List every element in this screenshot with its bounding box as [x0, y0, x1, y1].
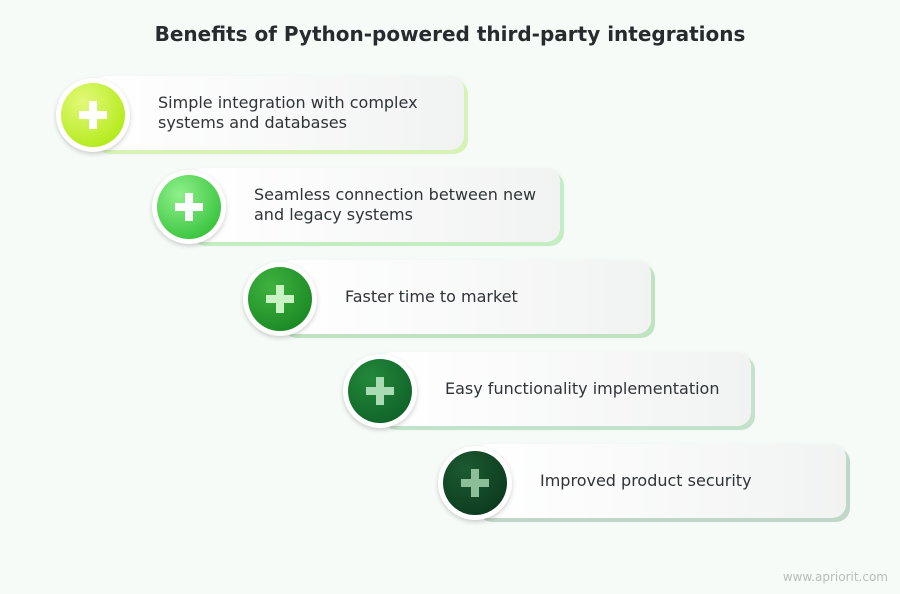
- benefit-item: Seamless connection between new and lega…: [152, 168, 572, 246]
- benefit-card: Simple integration with complex systems …: [92, 76, 464, 150]
- benefit-item: Improved product security: [438, 444, 858, 522]
- plus-icon: [366, 377, 394, 405]
- website-watermark: www.apriorit.com: [782, 570, 888, 584]
- benefit-label: Faster time to market: [345, 287, 518, 306]
- page-title: Benefits of Python-powered third-party i…: [154, 22, 746, 46]
- plus-icon: [266, 285, 294, 313]
- benefit-card: Easy functionality implementation: [379, 352, 751, 426]
- benefit-item: Easy functionality implementation: [343, 352, 763, 430]
- benefit-badge: [243, 262, 317, 336]
- benefit-label: Simple integration with complex systems …: [158, 93, 418, 132]
- benefit-badge-fill: [248, 267, 312, 331]
- benefit-badge-fill: [61, 83, 125, 147]
- benefit-card: Seamless connection between new and lega…: [188, 168, 560, 242]
- benefit-badge-fill: [443, 451, 507, 515]
- benefit-card: Faster time to market: [279, 260, 651, 334]
- benefit-badge: [56, 78, 130, 152]
- benefit-badge-fill: [157, 175, 221, 239]
- plus-icon: [79, 101, 107, 129]
- plus-icon: [175, 193, 203, 221]
- benefit-badge: [438, 446, 512, 520]
- benefit-item: Faster time to market: [243, 260, 663, 338]
- benefit-badge: [152, 170, 226, 244]
- benefit-badge-fill: [348, 359, 412, 423]
- benefit-badge: [343, 354, 417, 428]
- benefit-card: Improved product security: [474, 444, 846, 518]
- benefit-item: Simple integration with complex systems …: [56, 76, 476, 154]
- benefit-label: Seamless connection between new and lega…: [254, 185, 537, 224]
- benefit-label: Improved product security: [540, 471, 752, 490]
- benefit-label: Easy functionality implementation: [445, 379, 720, 398]
- plus-icon: [461, 469, 489, 497]
